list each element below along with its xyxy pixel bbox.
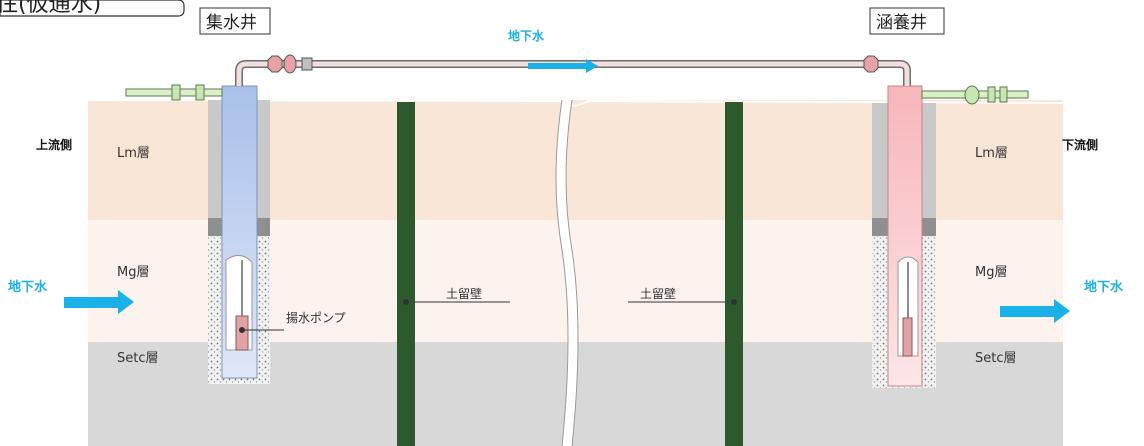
recharge-well <box>872 85 936 388</box>
lm-layer-label-left: Lm層 <box>117 146 150 161</box>
flange-icon <box>301 57 313 71</box>
ground-surface <box>87 99 1064 108</box>
groundwater-label-top: 地下水 <box>508 28 545 43</box>
valve-icon <box>267 55 283 73</box>
retaining-wall-label-left: 土留壁 <box>446 286 482 301</box>
flange-icon <box>987 86 996 103</box>
upstream-label: 上流側 <box>36 137 72 152</box>
retaining-wall-label-right: 土留壁 <box>640 286 676 301</box>
arrow-right-icon <box>528 59 598 73</box>
arrow-right-icon <box>64 290 134 314</box>
mg-layer-label-left: Mg層 <box>117 265 149 280</box>
downstream-label: 下流側 <box>1062 137 1098 152</box>
valve-icon <box>283 54 297 74</box>
collection-well-label: 集水井 <box>206 13 257 33</box>
flange-icon <box>171 84 181 101</box>
retaining-wall-right <box>725 102 743 446</box>
title-box <box>0 0 185 17</box>
arrow-right-icon <box>1000 299 1070 323</box>
groundwater-label-right: 地下水 <box>1084 279 1124 295</box>
setc-layer-label-right: Setc層 <box>975 351 1017 366</box>
valve-icon <box>863 55 879 73</box>
mg-layer-label-right: Mg層 <box>975 265 1007 280</box>
pump-label: 揚水ポンプ <box>286 311 346 325</box>
flow-arrows <box>64 59 1070 323</box>
valve-icon <box>964 85 980 105</box>
setc-layer-label-left: Setc層 <box>117 351 159 366</box>
collection-well <box>208 85 270 384</box>
flange-icon <box>195 84 205 101</box>
side-pipes <box>125 84 1029 105</box>
connecting-pipe <box>235 54 911 86</box>
section-break-line <box>556 99 578 446</box>
leader-lines <box>239 299 737 333</box>
section-break-line-inner <box>555 99 579 446</box>
recharge-well-label-box <box>869 7 945 35</box>
groundwater-label-left: 地下水 <box>8 279 48 295</box>
retaining-wall-left <box>397 102 415 446</box>
recharge-well-label: 涵養井 <box>876 13 927 33</box>
diagram-title: 往(仮通水) <box>0 0 101 17</box>
flange-icon <box>999 86 1008 103</box>
lm-layer-label-right: Lm層 <box>975 146 1008 161</box>
collection-well-label-box <box>199 7 271 35</box>
